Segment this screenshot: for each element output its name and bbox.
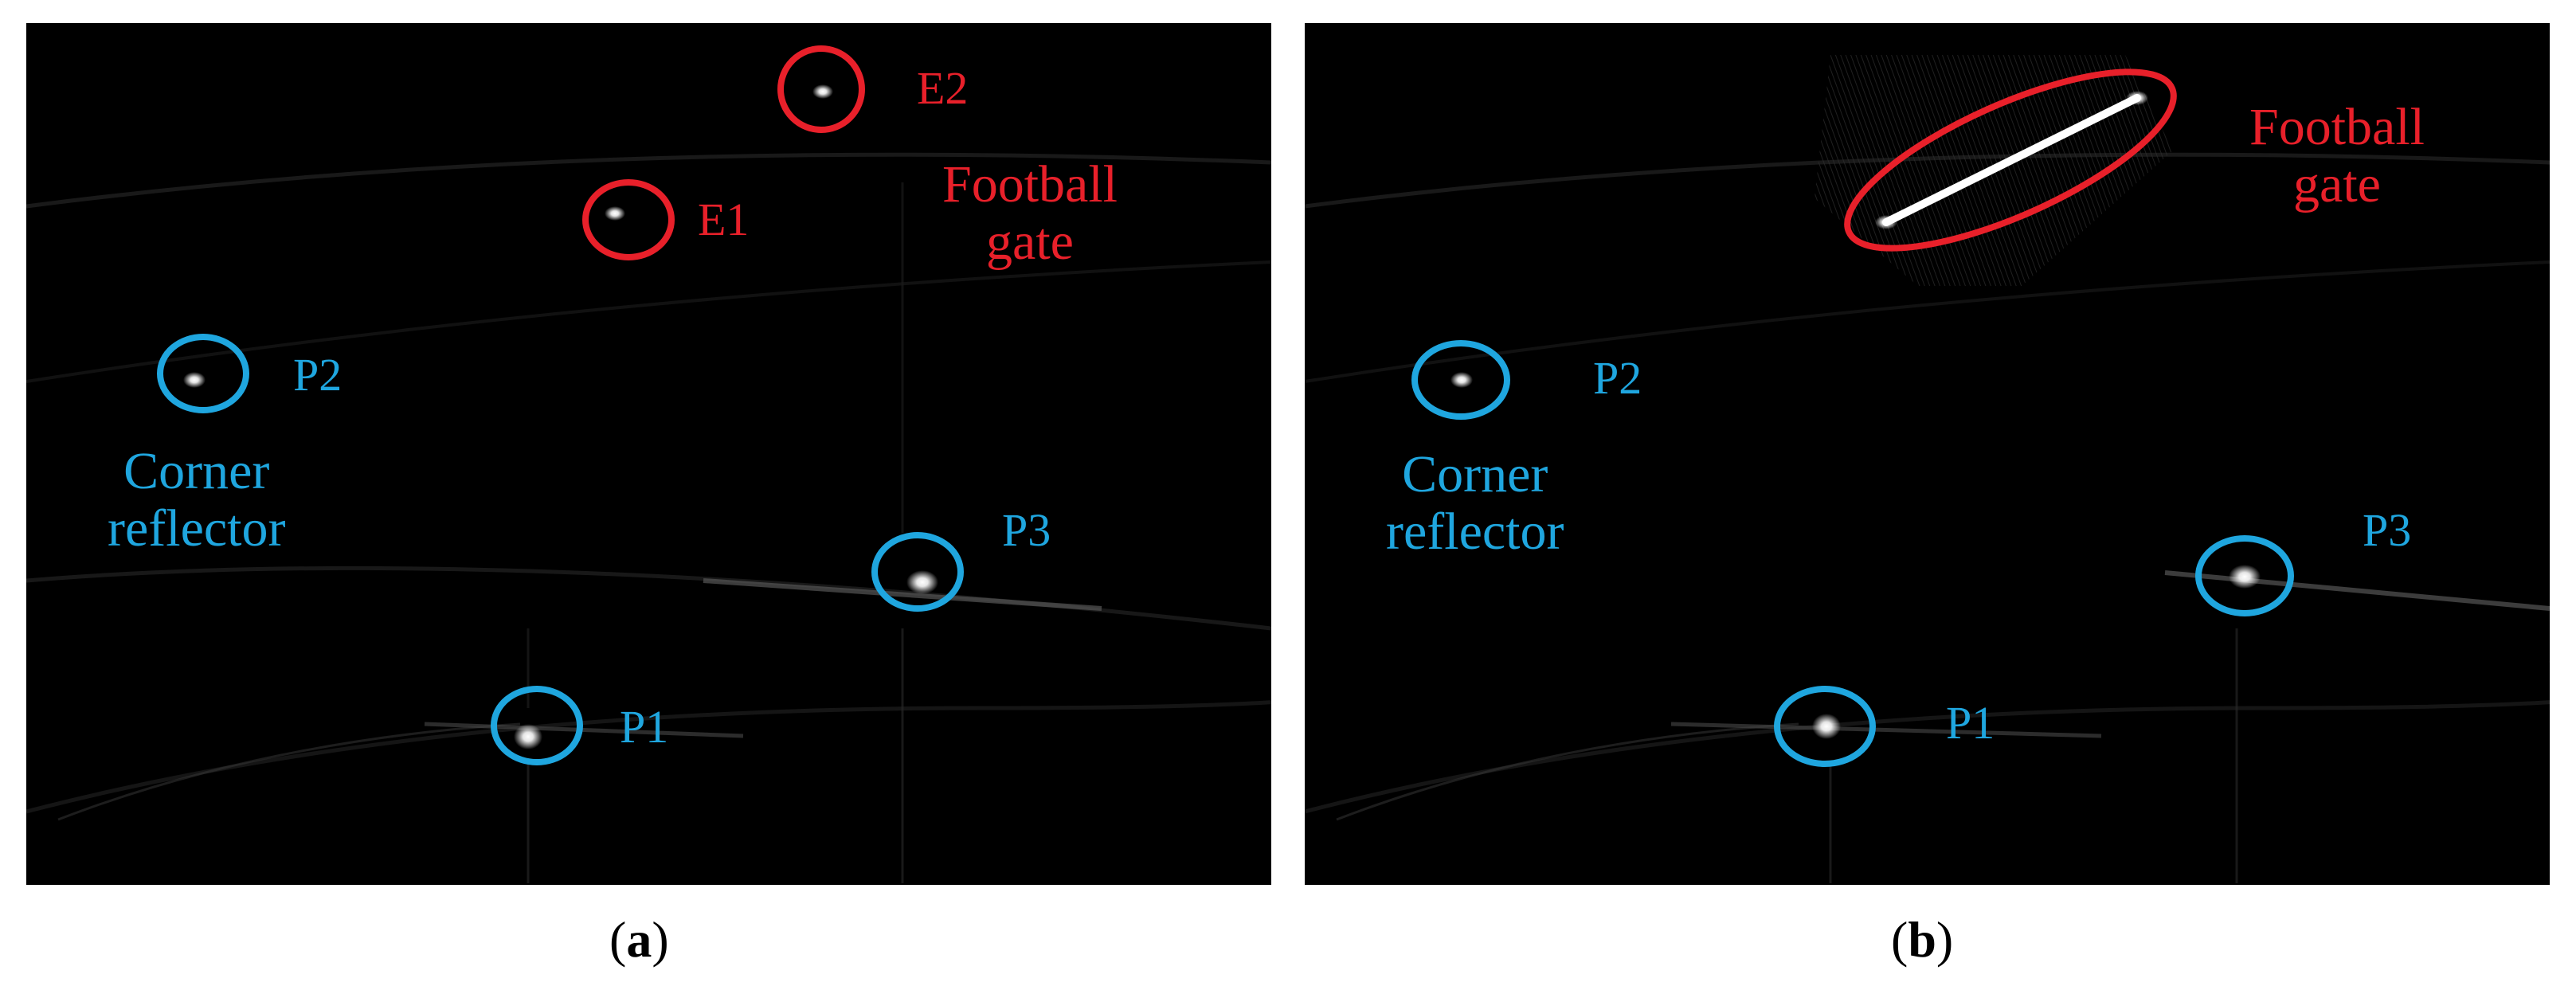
- label-corner-line2: reflector: [1386, 503, 1564, 561]
- label-p3: P3: [2363, 504, 2412, 556]
- marker-p2-circle: [157, 334, 249, 413]
- target-e1-point: [605, 206, 625, 221]
- label-p1: P1: [620, 701, 669, 753]
- label-corner-line1: Corner: [1402, 445, 1548, 503]
- label-football-gate-b: Football gate: [2249, 101, 2425, 211]
- label-corner-line1: Corner: [123, 442, 270, 500]
- target-p2-point: [183, 372, 206, 388]
- label-football-gate-a: Football gate: [942, 158, 1118, 268]
- label-p1: P1: [1946, 697, 1995, 749]
- marker-p1-circle: [491, 686, 583, 765]
- sar-image-panel-b: Football gate P2 Corner reflector P3 P1: [1305, 23, 2550, 885]
- marker-p1-circle: [1774, 686, 1876, 767]
- sar-image-a: [26, 45, 1271, 883]
- marker-e2-circle: [777, 45, 865, 133]
- target-p1-point: [514, 724, 542, 749]
- sar-image-b: [1305, 55, 2550, 883]
- label-football-gate-line2: gate: [2293, 155, 2381, 213]
- label-football-gate-line1: Football: [942, 155, 1118, 213]
- sar-image-panel-a: E2 E1 Football gate P2 Corner reflector …: [26, 23, 1271, 885]
- marker-p3-circle: [871, 532, 964, 612]
- label-p2: P2: [1593, 352, 1642, 404]
- target-p1-point: [1812, 714, 1841, 739]
- label-football-gate-line2: gate: [986, 213, 1074, 271]
- caption-b-letter: b: [1908, 911, 1936, 968]
- target-p3-point: [906, 570, 938, 594]
- label-p3: P3: [1002, 504, 1051, 556]
- label-e1: E1: [698, 194, 750, 245]
- football-gate-streak: [1882, 94, 2141, 226]
- target-p3-point: [2229, 565, 2261, 589]
- target-e2-point: [812, 84, 833, 99]
- caption-a-letter: a: [626, 911, 652, 968]
- label-p2: P2: [293, 349, 343, 401]
- marker-e1-circle: [582, 179, 675, 260]
- label-e2: E2: [917, 62, 969, 114]
- caption-b: (b): [1891, 911, 1954, 968]
- marker-p2-circle: [1411, 340, 1510, 420]
- label-corner-reflector-b: Corner reflector: [1386, 448, 1564, 558]
- caption-a: (a): [609, 911, 669, 968]
- label-corner-reflector-a: Corner reflector: [108, 445, 286, 555]
- label-football-gate-line1: Football: [2249, 98, 2425, 156]
- marker-p3-circle: [2195, 535, 2294, 616]
- label-corner-line2: reflector: [108, 499, 286, 558]
- target-p2-point: [1450, 372, 1473, 388]
- marker-football-gate-ellipse: [1844, 68, 2177, 252]
